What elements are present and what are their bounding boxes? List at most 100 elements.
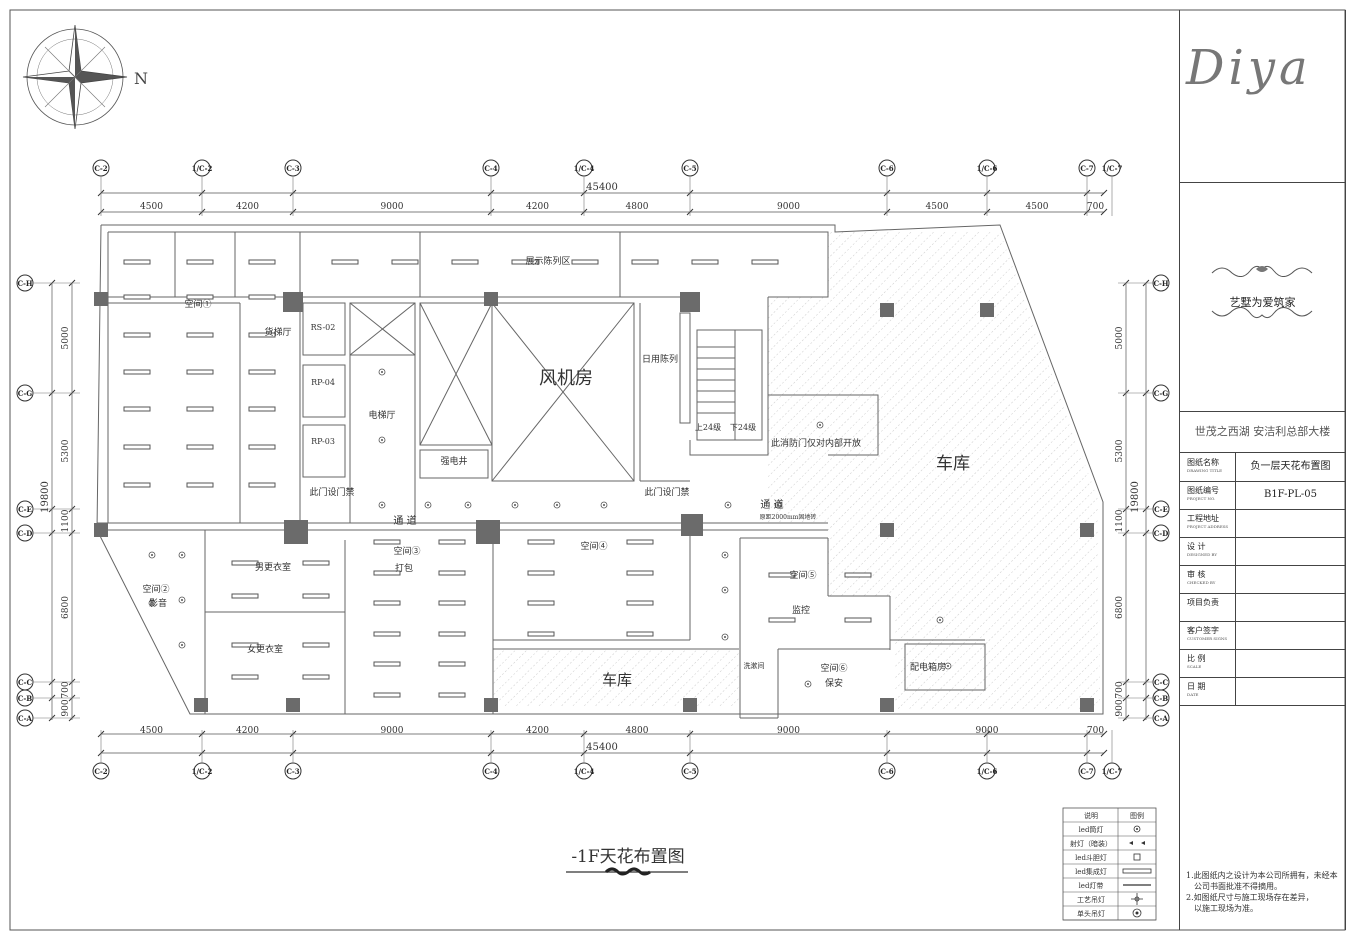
- label-space1: 空间①: [184, 298, 211, 310]
- label-rs02: RS-02: [311, 323, 336, 332]
- led-integrated-light: [373, 631, 401, 637]
- led-downlight: [721, 551, 729, 559]
- label-garage-main: 车库: [936, 454, 970, 474]
- row-label-cn: 比 例: [1187, 654, 1206, 663]
- led-integrated-light: [438, 600, 466, 606]
- svg-text:1/C-7: 1/C-7: [1102, 164, 1123, 173]
- led-integrated-light: [527, 570, 555, 576]
- row-value: [1236, 509, 1345, 537]
- axis-bubble-left: C-A: [16, 709, 34, 727]
- led-integrated-light: [123, 294, 151, 300]
- led-integrated-light: [373, 600, 401, 606]
- row-value: [1236, 565, 1345, 593]
- led-integrated-light: [302, 593, 330, 599]
- axis-bubble-top: 1/C-4: [574, 159, 595, 177]
- top-total-dimension: 45400: [586, 182, 618, 193]
- svg-text:C-D: C-D: [18, 529, 33, 538]
- structural-column: [681, 514, 703, 536]
- led-integrated-light: [391, 259, 419, 265]
- led-integrated-light: [373, 570, 401, 576]
- led-integrated-light: [768, 617, 796, 623]
- led-integrated-light: [511, 259, 539, 265]
- led-integrated-light: [186, 332, 214, 338]
- company-logo: Diya: [1186, 40, 1312, 96]
- led-downlight: [804, 680, 812, 688]
- top-dimension-label: 9000: [381, 202, 404, 212]
- row-label-en: PROJECT NO.: [1187, 496, 1216, 501]
- side-dimensions: [51, 283, 1147, 720]
- led-downlight: [724, 501, 732, 509]
- structural-column: [284, 520, 308, 544]
- side-dimension-label: 5300: [61, 439, 71, 462]
- svg-text:1/C-2: 1/C-2: [192, 164, 213, 173]
- bottom-dimension-label: 700: [1087, 726, 1104, 736]
- structural-column: [286, 698, 300, 712]
- side-dimension-label: 5300: [1115, 439, 1125, 462]
- svg-text:C-6: C-6: [880, 767, 893, 776]
- axis-bubble-left: C-G: [16, 384, 34, 402]
- svg-text:C-E: C-E: [18, 505, 32, 514]
- legend-row-label: led筒灯: [1079, 825, 1104, 834]
- legend-row-label: 射灯（暗装）: [1070, 839, 1112, 848]
- axis-bubble-left: C-D: [16, 524, 34, 542]
- label-space2-sub: 影音: [149, 597, 167, 609]
- row-label-en: DRAWING TITLE: [1187, 468, 1223, 473]
- row-value: [1236, 677, 1345, 705]
- row-label: 项目负责: [1180, 593, 1236, 621]
- svg-text:C-3: C-3: [286, 767, 299, 776]
- legend-row-label: led灯带: [1079, 881, 1104, 890]
- label-female-locker: 女更衣室: [247, 643, 283, 655]
- axis-bubble-right: C-A: [1152, 709, 1170, 727]
- row-label-en: CHECKED BY: [1187, 580, 1216, 585]
- led-integrated-light: [438, 692, 466, 698]
- side-dimension-label: 900: [1115, 699, 1125, 716]
- led-integrated-light: [373, 539, 401, 545]
- row-label-cn: 图纸编号: [1187, 486, 1219, 495]
- legend-row-label: 工艺吊灯: [1077, 895, 1105, 904]
- led-integrated-light: [231, 674, 259, 680]
- svg-text:C-7: C-7: [1080, 767, 1093, 776]
- svg-text:C-A: C-A: [18, 714, 32, 723]
- svg-text:C-E: C-E: [1154, 505, 1168, 514]
- axis-bubble-left: C-C: [16, 673, 34, 691]
- label-stair-down: 下24级: [730, 422, 756, 432]
- svg-text:1/C-6: 1/C-6: [977, 164, 998, 173]
- axis-bubble-bottom: 1/C-4: [574, 762, 595, 780]
- ornament-bottom-icon: [1211, 307, 1313, 319]
- svg-text:1/C-7: 1/C-7: [1102, 767, 1123, 776]
- title-block-row: 项目负责: [1180, 593, 1345, 622]
- label-male-locker: 男更衣室: [255, 561, 291, 573]
- left-total-dimension: 19800: [40, 481, 51, 513]
- led-integrated-light: [231, 642, 259, 648]
- axis-bubble-right: C-E: [1152, 500, 1170, 518]
- led-downlight: [148, 551, 156, 559]
- label-freight-lobby: 货梯厅: [264, 326, 291, 338]
- drawing-notes: 1.此图纸内之设计为本公司所拥有，未经本 公司书面批准不得摘用。 2.如图纸尺寸…: [1180, 870, 1345, 914]
- svg-text:C-4: C-4: [484, 164, 497, 173]
- row-label-cn: 图纸名称: [1187, 458, 1219, 467]
- label-rp03: RP-03: [311, 437, 335, 446]
- top-dimension-label: 4500: [1026, 202, 1049, 212]
- led-downlight: [600, 501, 608, 509]
- bottom-dimension-label: 4200: [526, 726, 549, 736]
- structural-column: [283, 292, 303, 312]
- svg-text:C-5: C-5: [683, 767, 696, 776]
- label-space3: 空间③: [393, 545, 420, 557]
- led-integrated-light: [844, 617, 872, 623]
- project-name: 世茂之西湖 安洁利总部大楼: [1180, 412, 1345, 453]
- led-integrated-light: [248, 332, 276, 338]
- led-integrated-light: [248, 444, 276, 450]
- pendant-icon: [1131, 893, 1143, 905]
- legend-header-symbol: 图例: [1130, 811, 1144, 820]
- side-dimension-label: 1100: [61, 509, 71, 532]
- axis-bubble-top: C-4: [482, 159, 500, 177]
- label-monitor: 监控: [792, 604, 810, 616]
